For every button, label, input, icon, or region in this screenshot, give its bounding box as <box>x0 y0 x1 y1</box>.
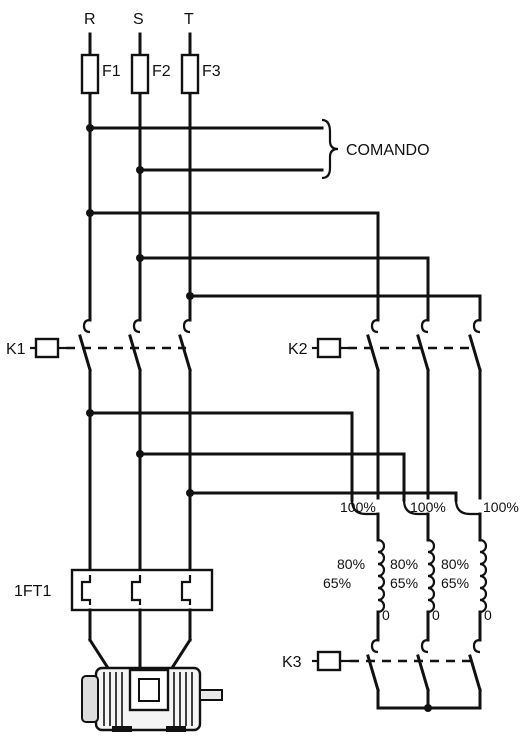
phase-s-label: S <box>133 11 144 28</box>
tap-80-label-1: 80% <box>337 556 365 572</box>
tap-65-label-2: 65% <box>390 575 418 591</box>
tap-80-label-3: 80% <box>441 556 469 572</box>
autotransformer-windings <box>376 512 488 642</box>
k1-coil <box>34 337 60 359</box>
tap-0-label-3: 0 <box>484 607 492 623</box>
fuses <box>80 53 200 95</box>
k2-label: K2 <box>288 341 308 358</box>
k1-contactor <box>30 318 192 372</box>
fuse-f2-label: F2 <box>152 63 171 80</box>
phase-r-label: R <box>84 11 96 28</box>
autotransformer-tap-feeds <box>86 409 480 516</box>
motor-feed-lines <box>88 368 192 577</box>
fuse-f3-label: F3 <box>202 63 221 80</box>
tap-80-label-2: 80% <box>390 556 418 572</box>
command-circuit-taps <box>86 118 339 180</box>
k1-label: K1 <box>6 341 26 358</box>
motor-leads <box>87 608 193 671</box>
tap-65-label-1: 65% <box>323 575 351 591</box>
k3-coil <box>316 650 342 672</box>
fuse-f3 <box>180 53 200 95</box>
phase-t-label: T <box>184 11 194 28</box>
fuse-f2 <box>130 53 150 95</box>
tap-100-label-1: 100% <box>340 499 376 515</box>
k2-output-lines <box>376 368 482 500</box>
thermal-relay-1ft1 <box>70 568 214 612</box>
relay-1ft1-label: 1FT1 <box>14 583 51 600</box>
k3-label: K3 <box>282 654 302 671</box>
motor-icon <box>81 666 223 732</box>
fuse-f1-label: F1 <box>102 63 121 80</box>
tap-0-label-2: 0 <box>432 607 440 623</box>
k2-contactor <box>312 318 482 372</box>
fuse-f1 <box>80 53 100 95</box>
tap-0-label-1: 0 <box>382 607 390 623</box>
tap-65-label-3: 65% <box>441 575 469 591</box>
tap-100-label-2: 100% <box>410 499 446 515</box>
command-label: COMANDO <box>346 142 430 159</box>
k3-contactor <box>312 638 482 712</box>
k2-feed-lines <box>86 209 482 322</box>
k2-coil <box>316 337 342 359</box>
tap-100-label-3: 100% <box>483 499 519 515</box>
